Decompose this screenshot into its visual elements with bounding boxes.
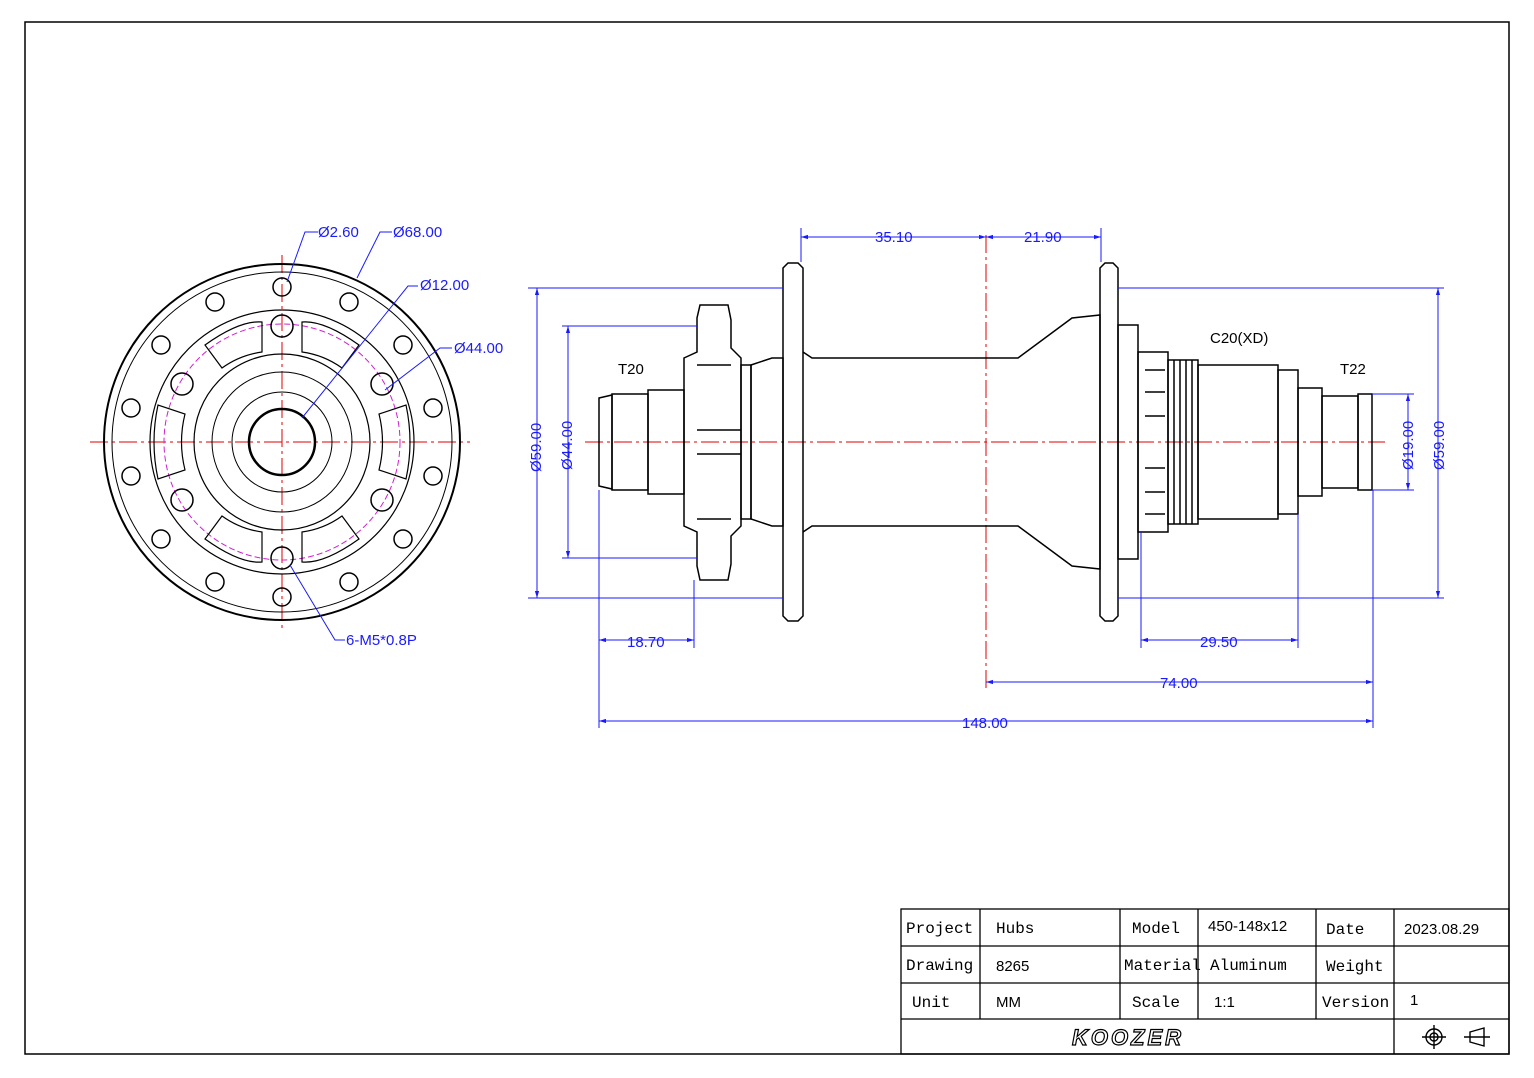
- disc-mount: [683, 304, 742, 581]
- side-view: T20 T22 C20(XD): [528, 228, 1448, 732]
- tb-version-value: 1: [1410, 992, 1418, 1009]
- hub-ring-1: [193, 353, 371, 531]
- freehub-splines: [1145, 369, 1165, 515]
- rotor-bolt-hole: [270, 546, 294, 570]
- dim-disc-mount-dia: Ø44.00: [559, 421, 576, 470]
- left-flange: [782, 262, 804, 622]
- dim-overall-width: 148.00: [962, 715, 1008, 732]
- dim-d-bcd: Ø44.00: [454, 340, 503, 357]
- tb-model-value: 450-148x12: [1208, 918, 1287, 935]
- leader-d-bcd: [384, 347, 452, 391]
- hub-ring-3: [231, 391, 333, 493]
- pocket-bottom-left: [204, 515, 263, 563]
- dim-disc-offset: 18.70: [627, 634, 665, 651]
- rotor-bolt-hole: [370, 372, 394, 396]
- label-freehub: C20(XD): [1210, 330, 1268, 347]
- tb-version-label: Version: [1322, 994, 1389, 1012]
- spoke-hole: [272, 587, 292, 607]
- dim-left-flange-dia: Ø59.00: [528, 423, 545, 472]
- tb-material-value: Aluminum: [1210, 957, 1287, 975]
- leader-d-flange: [356, 231, 392, 279]
- right-flange: [1099, 262, 1119, 622]
- tb-weight-label: Weight: [1326, 958, 1384, 976]
- spoke-hole: [339, 292, 359, 312]
- rotor-bolt-hole: [270, 314, 294, 338]
- spoke-hole: [121, 398, 141, 418]
- freehub-thread-ridges: [1173, 360, 1193, 524]
- axle-bore: [247, 407, 317, 477]
- title-block: Project Hubs Model 450-148x12 Date 2023.…: [900, 908, 1510, 1055]
- rotor-bolt-hole: [170, 372, 194, 396]
- front-view: Ø2.60 Ø68.00 Ø12.00 Ø44.00 6-M5*0.8P: [90, 224, 503, 649]
- tb-drawing-label: Drawing: [906, 957, 973, 975]
- tb-scale-label: Scale: [1132, 994, 1180, 1012]
- pocket-top-left: [204, 321, 263, 369]
- title-block-frame: [900, 908, 1510, 1055]
- hub-ring-2: [211, 371, 353, 513]
- dim-flange-right: 21.90: [1024, 229, 1062, 246]
- pocket-right: [378, 404, 411, 480]
- dim-freehub-length: 29.50: [1200, 634, 1238, 651]
- tb-scale-value: 1:1: [1214, 994, 1235, 1011]
- dim-d-bore: Ø12.00: [420, 277, 469, 294]
- leader-d-bore: [301, 285, 418, 419]
- spoke-hole: [423, 398, 443, 418]
- spoke-hole: [423, 466, 443, 486]
- shell-recess-circle: [149, 309, 415, 575]
- tb-drawing-value: 8265: [996, 958, 1029, 975]
- spoke-hole: [205, 572, 225, 592]
- tb-project-label: Project: [906, 920, 973, 938]
- leader-thread: [289, 564, 345, 641]
- spoke-hole: [205, 292, 225, 312]
- spoke-hole: [339, 572, 359, 592]
- dim-right-flange-dia: Ø59.00: [1431, 421, 1448, 470]
- dim-d-hole: Ø2.60: [318, 224, 359, 241]
- tb-material-label: Material: [1124, 957, 1201, 975]
- tb-unit-value: MM: [996, 994, 1021, 1011]
- rotor-bolt-hole: [170, 488, 194, 512]
- label-right-endcap: T22: [1340, 361, 1366, 378]
- tb-model-label: Model: [1132, 920, 1180, 938]
- dim-flange-left: 35.10: [875, 229, 913, 246]
- dim-d-flange: Ø68.00: [393, 224, 442, 241]
- tb-date-label: Date: [1326, 921, 1364, 939]
- tb-date-value: 2023.08.29: [1404, 921, 1479, 938]
- flange-outer-circle: [103, 263, 461, 621]
- flange-inner-circle: [111, 271, 453, 613]
- pocket-left: [153, 404, 186, 480]
- projection-symbol-icon: [1422, 1025, 1446, 1049]
- company-logo: KOOZER: [1072, 1025, 1184, 1050]
- dim-thread: 6-M5*0.8P: [346, 632, 417, 649]
- sheet-border: [24, 21, 1510, 1055]
- spoke-hole: [272, 277, 292, 297]
- dim-endcap-dia: Ø19.00: [1400, 421, 1417, 470]
- leader-d-hole: [286, 231, 318, 283]
- pocket-top-right: [301, 321, 360, 369]
- dim-half-width: 74.00: [1160, 675, 1198, 692]
- rotor-bolt-hole: [370, 488, 394, 512]
- spoke-hole: [151, 529, 171, 549]
- projection-cone-icon: [1464, 1027, 1490, 1047]
- tb-unit-label: Unit: [912, 994, 950, 1012]
- spoke-hole: [121, 466, 141, 486]
- pocket-bottom-right: [301, 515, 360, 563]
- tb-project-value: Hubs: [996, 920, 1034, 938]
- bolt-circle: [163, 323, 401, 561]
- label-left-endcap: T20: [618, 361, 644, 378]
- spoke-hole: [151, 335, 171, 355]
- spoke-hole: [393, 529, 413, 549]
- spoke-hole: [393, 335, 413, 355]
